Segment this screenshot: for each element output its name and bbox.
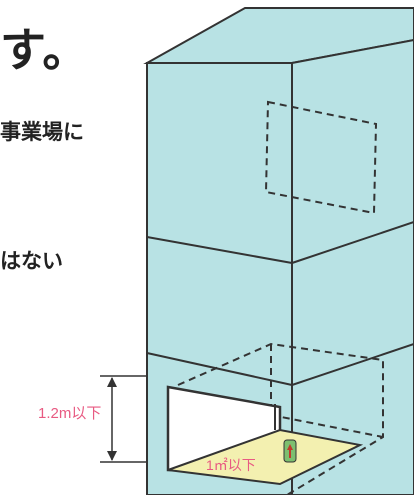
size-marker-stem <box>289 450 291 458</box>
building-top-face <box>143 7 414 64</box>
body-text-line-2: はない <box>0 249 63 273</box>
heading-fragment: す。 <box>0 23 90 77</box>
body-text-line-1: 事業場に <box>0 120 84 144</box>
building-right-face <box>291 38 414 495</box>
dashed-interior-top <box>177 342 384 495</box>
size-marker-arrow <box>287 444 293 450</box>
area-label: 1㎡以下 <box>206 457 256 473</box>
floor-line-left-upper <box>146 236 293 264</box>
floor-line-right-lower <box>291 343 414 386</box>
floor-line-right-upper <box>291 221 414 264</box>
dimension-arrow-top <box>107 377 117 387</box>
dimension-arrow-bottom <box>107 451 117 461</box>
dashed-window-upper <box>264 100 378 215</box>
floor-line-left-lower <box>146 352 293 386</box>
height-dimension-label: 1.2m以下 <box>38 405 102 422</box>
opening-floor <box>167 428 364 486</box>
